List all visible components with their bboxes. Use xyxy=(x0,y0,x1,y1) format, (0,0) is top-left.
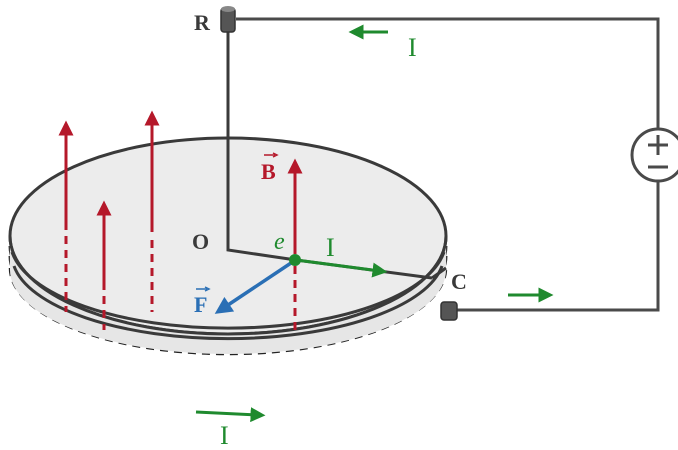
terminal-r-icon xyxy=(220,6,236,33)
label-b: B xyxy=(261,159,276,184)
force-arrow xyxy=(214,259,295,314)
terminal-c-icon xyxy=(440,301,458,321)
disk-mid-rim xyxy=(10,251,446,330)
disk-edge-band xyxy=(10,236,446,354)
radius-current-arrow xyxy=(295,258,388,278)
circuit-wire xyxy=(236,17,660,312)
label-current-bottom: I xyxy=(220,421,229,450)
label-electron: e xyxy=(274,229,285,255)
battery-icon xyxy=(630,127,678,183)
rim-contact-wire xyxy=(431,266,447,280)
bottom-current-arrow xyxy=(195,407,266,423)
label-current-radius: I xyxy=(326,233,335,262)
electron-dot xyxy=(289,254,301,266)
label-current-top: I xyxy=(408,33,417,62)
disk-low-rim xyxy=(12,265,444,341)
field-lines xyxy=(58,110,303,332)
label-r: R xyxy=(194,10,211,35)
label-f: F xyxy=(194,292,207,317)
label-b-group: B xyxy=(261,152,279,184)
label-o: O xyxy=(192,229,209,254)
label-c: C xyxy=(451,269,467,294)
label-f-group: F xyxy=(194,286,211,317)
